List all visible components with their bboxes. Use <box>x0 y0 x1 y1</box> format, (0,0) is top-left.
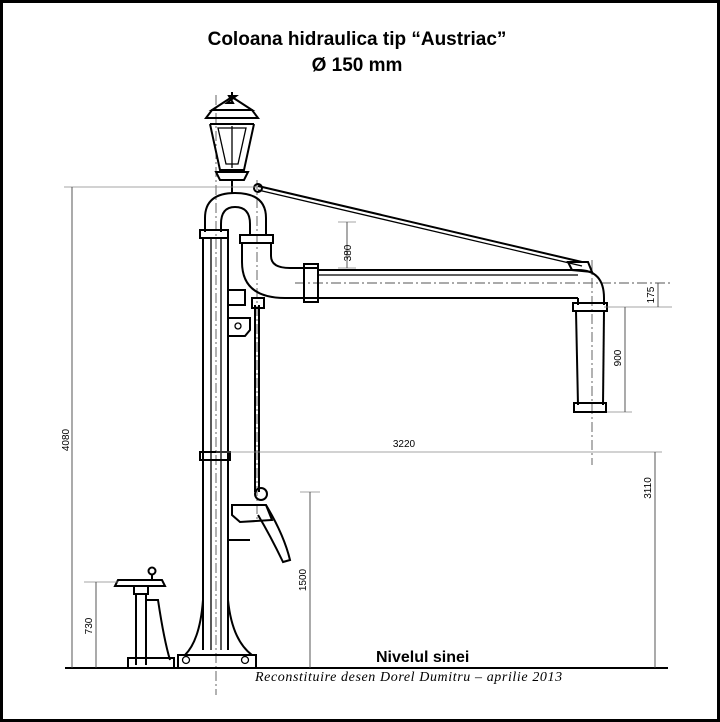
drawing-title: Coloana hidraulica tip “Austriac” <box>207 29 507 50</box>
dim-spout-top: 175 <box>646 286 657 303</box>
rail-level-label: Nivelul sinei <box>376 649 470 666</box>
valve-lever <box>228 487 292 564</box>
dim-valve-height: 1500 <box>298 568 309 591</box>
dim-arm-offset: 380 <box>343 244 354 261</box>
dim-spout-length: 900 <box>613 349 624 366</box>
credit-line: Reconstituire desen Dorel Dumitru – apri… <box>255 670 563 685</box>
column-body <box>177 191 267 669</box>
drawing-subtitle: Ø 150 mm <box>311 55 403 76</box>
dim-total-height: 4080 <box>61 428 72 451</box>
swivel-arm <box>228 183 608 492</box>
lamp-icon <box>204 92 260 193</box>
dimension-lines <box>71 187 659 668</box>
extension-lines <box>64 186 672 583</box>
dim-spout-height: 3110 <box>643 477 654 499</box>
drawing-frame <box>3 3 717 719</box>
dim-handwheel-height: 730 <box>84 617 95 634</box>
dim-arm-reach: 3220 <box>393 439 416 450</box>
handwheel-stand <box>113 566 175 669</box>
